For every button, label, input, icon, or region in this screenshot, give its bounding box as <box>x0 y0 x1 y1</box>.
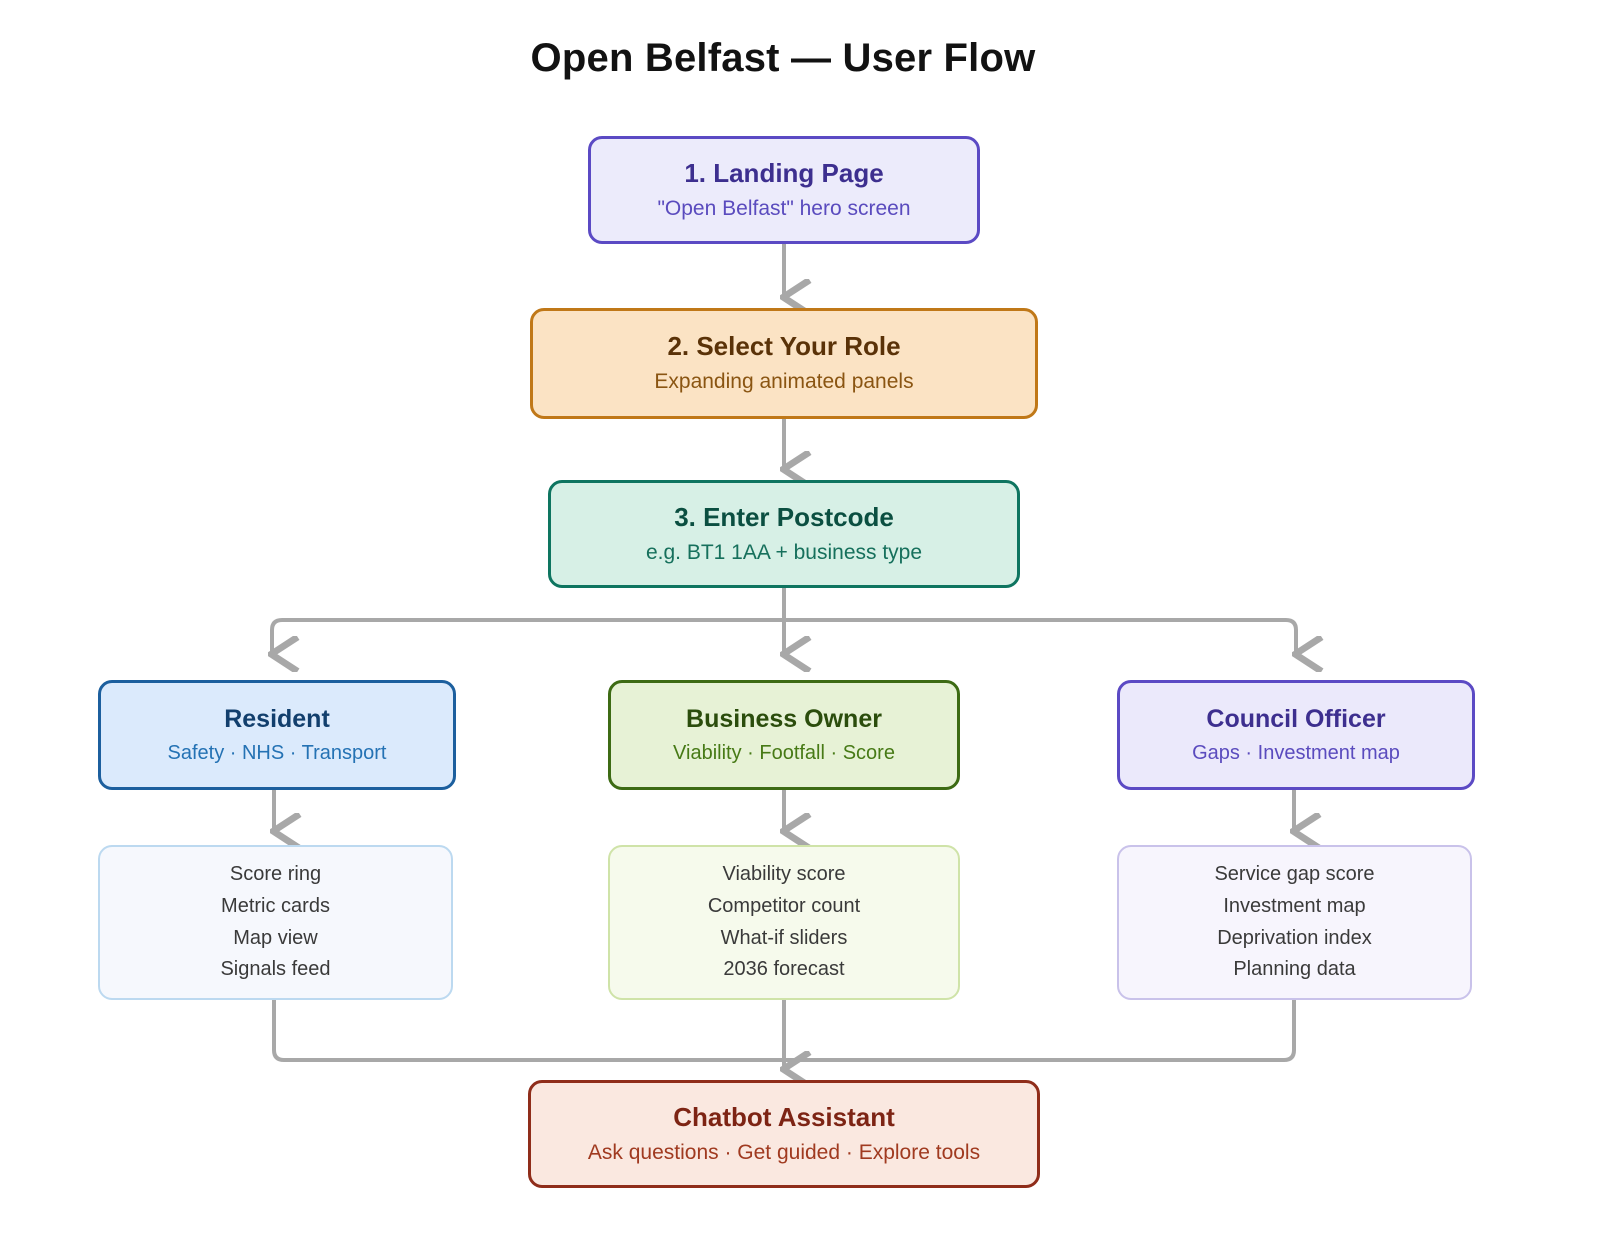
feature-item: Map view <box>233 926 318 949</box>
node-subtitle: Safety · NHS · Transport <box>167 741 387 764</box>
node-role-council-officer[interactable]: Council Officer Gaps · Investment map <box>1117 680 1475 790</box>
node-subtitle: e.g. BT1 1AA + business type <box>645 540 923 564</box>
node-title: 2. Select Your Role <box>667 331 901 362</box>
merge-from-council <box>784 1000 1296 1062</box>
node-role-business-owner[interactable]: Business Owner Viability · Footfall · Sc… <box>608 680 960 790</box>
branch-bar-left <box>272 618 784 653</box>
feature-item: Viability score <box>722 863 846 886</box>
merge-from-resident <box>272 1000 784 1062</box>
node-subtitle: Ask questions · Get guided · Explore too… <box>587 1140 981 1164</box>
feature-item: Signals feed <box>220 958 331 981</box>
feature-list-resident: Score ring Metric cards Map view Signals… <box>98 845 453 1000</box>
node-title: Resident <box>224 705 330 734</box>
feature-item: What-if sliders <box>720 926 848 949</box>
node-subtitle: Expanding animated panels <box>654 370 914 394</box>
node-title: Council Officer <box>1206 705 1386 734</box>
node-landing-page[interactable]: 1. Landing Page "Open Belfast" hero scre… <box>588 136 980 244</box>
node-select-your-role[interactable]: 2. Select Your Role Expanding animated p… <box>530 308 1038 419</box>
node-title: 3. Enter Postcode <box>674 501 894 532</box>
node-role-resident[interactable]: Resident Safety · NHS · Transport <box>98 680 456 790</box>
node-subtitle: "Open Belfast" hero screen <box>657 196 911 220</box>
feature-item: Investment map <box>1223 894 1366 917</box>
feature-list-business-owner: Viability score Competitor count What-if… <box>608 845 960 1000</box>
feature-item: Planning data <box>1233 958 1356 981</box>
feature-item: Score ring <box>229 863 322 886</box>
node-enter-postcode[interactable]: 3. Enter Postcode e.g. BT1 1AA + busines… <box>548 480 1020 588</box>
node-title: 1. Landing Page <box>684 157 884 188</box>
node-subtitle: Gaps · Investment map <box>1192 741 1400 764</box>
feature-list-council-officer: Service gap score Investment map Depriva… <box>1117 845 1472 1000</box>
node-title: Chatbot Assistant <box>673 1101 895 1132</box>
feature-item: Deprivation index <box>1217 926 1372 949</box>
node-subtitle: Viability · Footfall · Score <box>673 741 895 764</box>
page-title: Open Belfast — User Flow <box>530 36 1036 80</box>
branch-bar-right <box>784 618 1296 653</box>
feature-item: 2036 forecast <box>723 958 845 981</box>
feature-item: Metric cards <box>221 894 330 917</box>
node-title: Business Owner <box>686 705 882 734</box>
feature-item: Competitor count <box>707 894 861 917</box>
feature-item: Service gap score <box>1214 863 1375 886</box>
node-chatbot-assistant[interactable]: Chatbot Assistant Ask questions · Get gu… <box>528 1080 1040 1188</box>
